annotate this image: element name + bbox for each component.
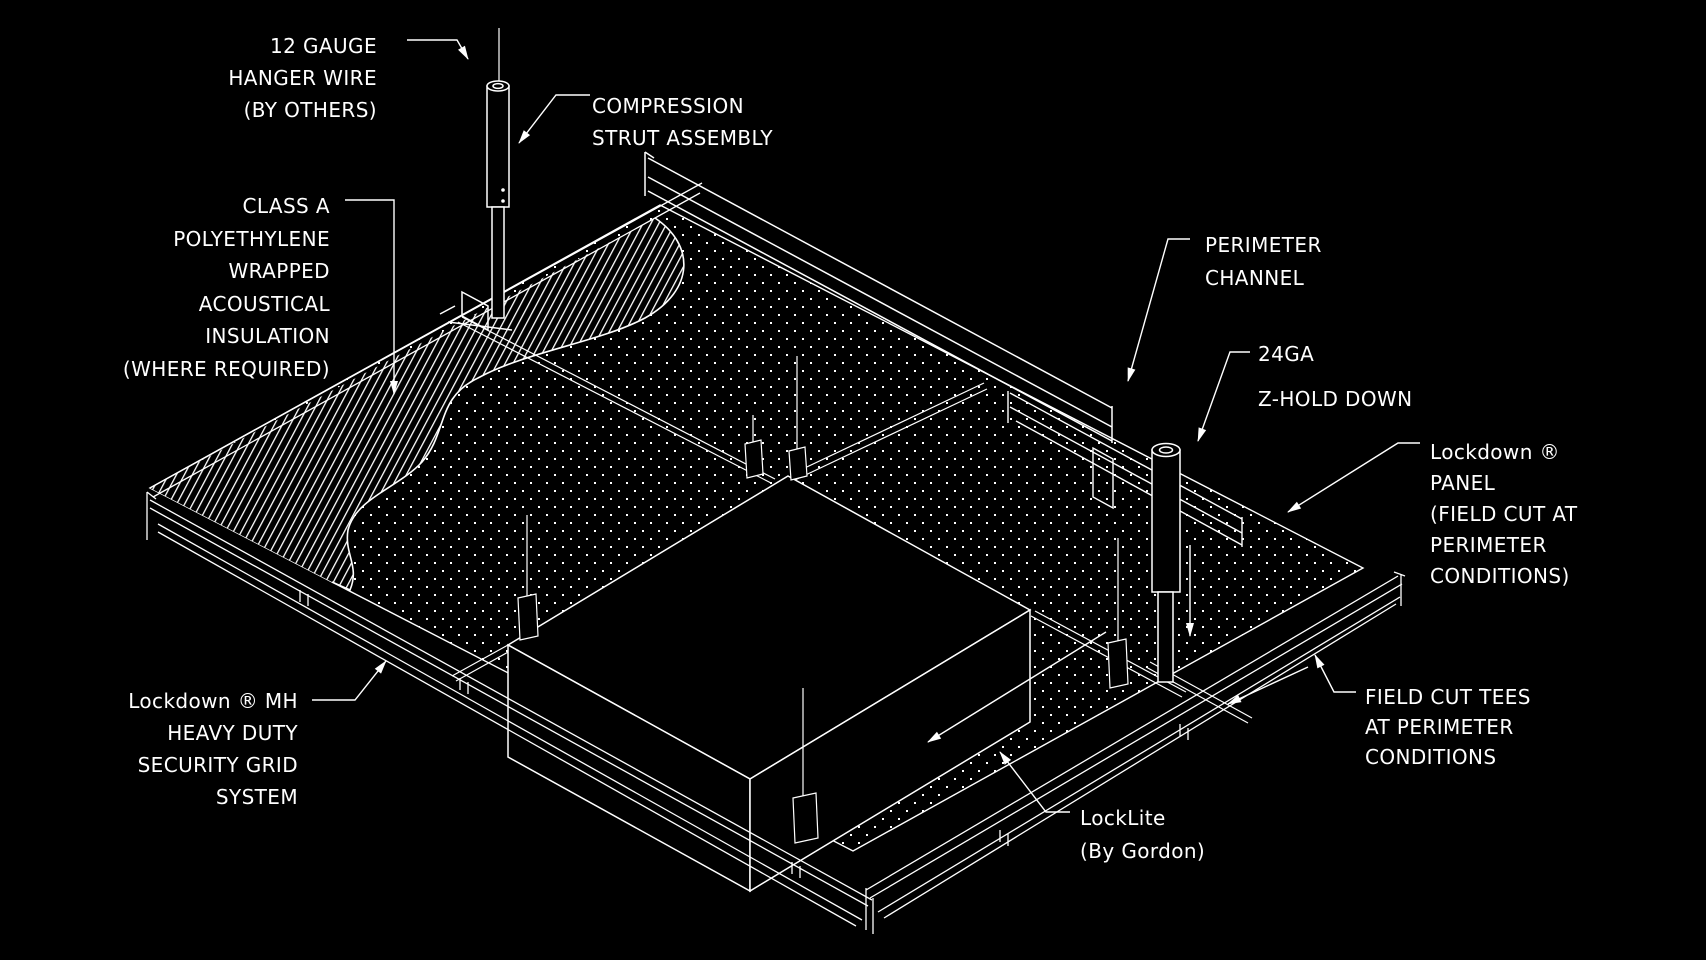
label-locklite: LockLite (By Gordon) xyxy=(1080,806,1206,863)
hanger-wires xyxy=(517,356,1129,844)
perimeter-channel-bar xyxy=(644,151,1113,443)
slide-arrow-right xyxy=(1227,666,1309,705)
label-lockdown-mh-grid: Lockdown ® MH HEAVY DUTY SECURITY GRID S… xyxy=(128,689,298,809)
z-hold-down-channel xyxy=(1007,391,1243,547)
leader-insulation xyxy=(345,199,398,395)
grid-rail-bottom-right xyxy=(865,571,1406,919)
leader-compression xyxy=(518,94,590,144)
label-acoustical-insulation: CLASS A POLYETHYLENE WRAPPED ACOUSTICAL … xyxy=(122,194,330,381)
slide-arrow-center xyxy=(927,631,1107,743)
compression-strut-right xyxy=(1151,442,1181,683)
leader-field-cut-tees xyxy=(1314,654,1356,693)
label-perimeter-channel: PERIMETER CHANNEL xyxy=(1205,233,1322,290)
label-field-cut-tees: FIELD CUT TEES AT PERIMETER CONDITIONS xyxy=(1365,685,1531,769)
locklite-box xyxy=(506,475,1032,893)
label-hanger-wire: 12 GAUGE HANGER WIRE (BY OTHERS) xyxy=(228,34,377,122)
label-z-hold-down: 24GA Z-HOLD DOWN xyxy=(1258,342,1413,411)
label-lockdown-panel: Lockdown ® PANEL (FIELD CUT AT PERIMETER… xyxy=(1430,440,1578,588)
leader-perimeter-channel xyxy=(1127,238,1190,382)
leader-lockdown-mh xyxy=(312,660,387,701)
leader-z-hold xyxy=(1197,351,1250,442)
grid-rail-bottom-left xyxy=(146,491,874,934)
leader-lockdown-panel xyxy=(1287,442,1420,513)
label-compression-strut: COMPRESSION STRUT ASSEMBLY xyxy=(592,94,774,150)
leader-locklite xyxy=(999,751,1070,813)
leader-lines xyxy=(312,39,1420,813)
acoustical-insulation-hatch xyxy=(150,217,685,592)
grid-rail-top-left-edge xyxy=(149,182,703,498)
compression-strut-top xyxy=(439,28,513,332)
leader-hanger-wire xyxy=(407,39,469,60)
